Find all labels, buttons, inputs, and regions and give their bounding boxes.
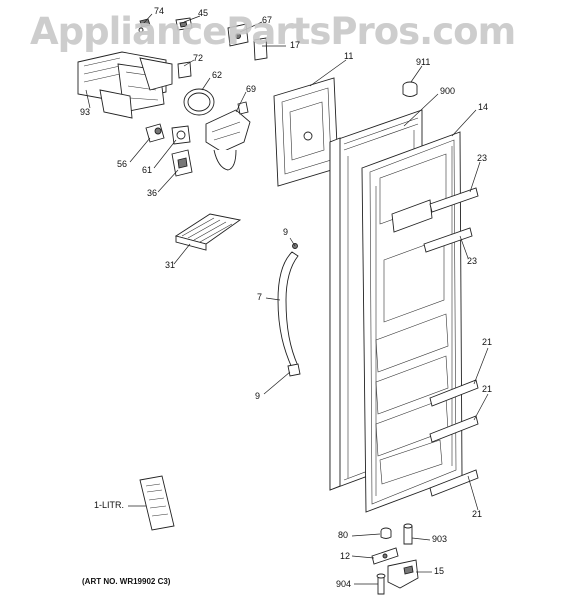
ring-part-62 bbox=[183, 88, 215, 116]
bracket-part-67 bbox=[227, 23, 249, 47]
label-11: 11 bbox=[344, 51, 354, 61]
label-12: 12 bbox=[340, 551, 351, 561]
connector-part-56 bbox=[145, 123, 165, 143]
dispenser-housing-part-93 bbox=[77, 51, 173, 119]
bracket-part-12 bbox=[371, 547, 399, 565]
funnel-part-69 bbox=[205, 101, 251, 171]
solenoid-part-61 bbox=[171, 125, 191, 145]
pin-part-903 bbox=[403, 523, 413, 545]
small-clip-part-74 bbox=[138, 18, 151, 33]
door-gasket-part-14 bbox=[361, 131, 463, 513]
watermark-text: AppliancePartsPros.com bbox=[30, 10, 516, 53]
label-23-upper: 23 bbox=[477, 153, 488, 163]
shelf-bar-part-23-lower bbox=[423, 227, 473, 253]
screw-part-904 bbox=[376, 573, 386, 595]
shelf-bar-part-21-top bbox=[429, 379, 479, 407]
cap-part-911 bbox=[402, 81, 418, 97]
label-56: 56 bbox=[117, 159, 128, 169]
label-9-upper: 9 bbox=[283, 227, 289, 237]
label-93: 93 bbox=[80, 107, 91, 117]
actuator-part-72 bbox=[177, 61, 192, 79]
literature-manual bbox=[139, 475, 175, 531]
shelf-bar-part-21-middle bbox=[429, 415, 479, 443]
label-1-litr: 1-LITR. bbox=[94, 500, 125, 510]
label-9-lower: 9 bbox=[255, 391, 261, 401]
label-67: 67 bbox=[262, 15, 273, 25]
label-72: 72 bbox=[193, 53, 204, 63]
label-74: 74 bbox=[154, 6, 165, 16]
label-911: 911 bbox=[416, 57, 431, 67]
label-21-bottom: 21 bbox=[472, 509, 483, 519]
label-62: 62 bbox=[212, 70, 223, 80]
bracket-part-36 bbox=[171, 149, 193, 177]
label-80: 80 bbox=[338, 530, 349, 540]
label-36: 36 bbox=[147, 188, 158, 198]
art-number-caption: (ART NO. WR19902 C3) bbox=[82, 577, 171, 586]
bushing-part-80 bbox=[380, 527, 392, 539]
label-23-lower: 23 bbox=[467, 256, 478, 266]
drip-tray-part-31 bbox=[174, 213, 242, 251]
bracket-part-17 bbox=[253, 37, 268, 61]
leader-lines bbox=[85, 13, 489, 585]
label-17: 17 bbox=[290, 40, 301, 50]
water-tube-part-7 bbox=[277, 243, 301, 377]
label-7: 7 bbox=[257, 292, 263, 302]
label-61: 61 bbox=[142, 165, 153, 175]
label-15: 15 bbox=[434, 566, 445, 576]
label-904: 904 bbox=[336, 579, 352, 589]
label-45: 45 bbox=[198, 8, 209, 18]
shelf-bar-part-23-upper bbox=[429, 187, 479, 213]
label-69: 69 bbox=[246, 84, 257, 94]
hinge-part-15 bbox=[387, 559, 419, 589]
switch-part-45 bbox=[175, 17, 193, 31]
label-21-middle: 21 bbox=[482, 384, 493, 394]
label-14: 14 bbox=[478, 102, 489, 112]
label-31: 31 bbox=[165, 260, 176, 270]
label-903: 903 bbox=[432, 534, 448, 544]
shelf-bar-part-21-bottom bbox=[429, 469, 479, 497]
label-900: 900 bbox=[440, 86, 456, 96]
label-21-top: 21 bbox=[482, 337, 493, 347]
dispenser-panel-part-11 bbox=[273, 77, 339, 187]
